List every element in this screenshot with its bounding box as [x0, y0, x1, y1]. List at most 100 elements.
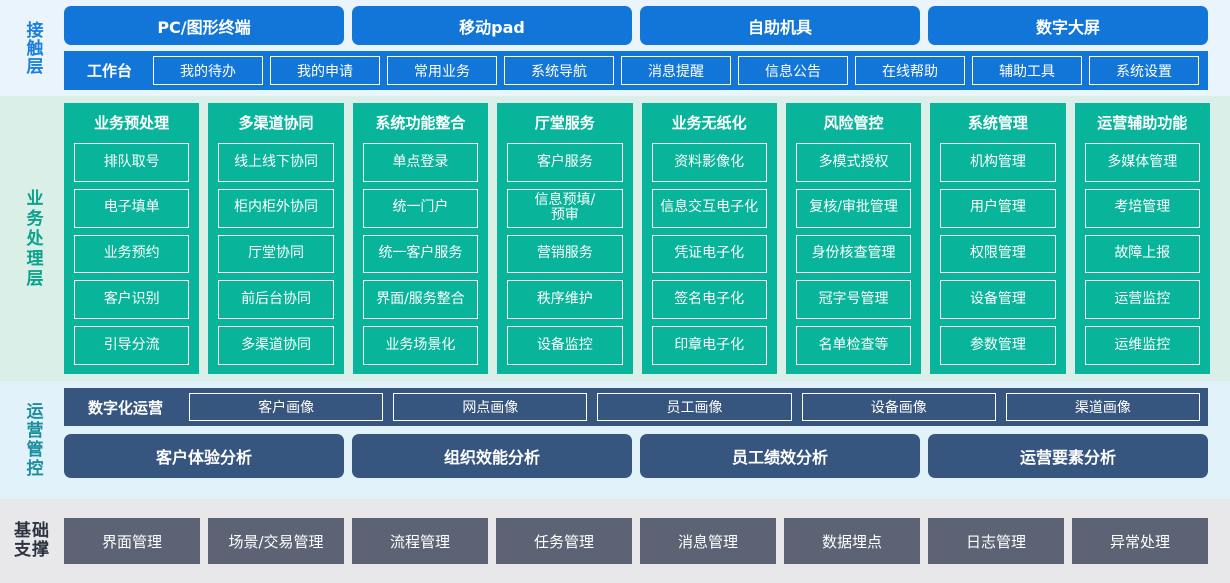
base-item-task-management[interactable]: 任务管理: [496, 518, 632, 564]
biz-item-device-monitoring[interactable]: 设备监控: [507, 326, 623, 365]
channel-digital-screen[interactable]: 数字大屏: [928, 6, 1208, 45]
biz-item-device-management[interactable]: 设备管理: [940, 280, 1056, 320]
base-item-log-management[interactable]: 日志管理: [928, 518, 1064, 564]
base-item-data-tracking[interactable]: 数据埋点: [784, 518, 920, 564]
foundation-label-line1: 基础: [14, 520, 50, 541]
biz-item-customer-id[interactable]: 客户识别: [74, 280, 190, 320]
biz-item-operation-monitoring[interactable]: 运营监控: [1084, 280, 1200, 320]
base-item-ui-management[interactable]: 界面管理: [64, 518, 200, 564]
touch-item-my-application[interactable]: 我的申请: [270, 56, 381, 85]
business-column-risk-control: 风险管控 多模式授权 复核/审批管理 身份核查管理 冠字号管理 名单检查等: [785, 103, 922, 374]
operations-layer-body: 数字化运营 客户画像 网点画像 员工画像 设备画像 渠道画像 客户体验分析 组织…: [64, 381, 1230, 499]
digital-operations-row: 数字化运营 客户画像 网点画像 员工画像 设备画像 渠道画像: [64, 388, 1208, 426]
biz-item-training-management[interactable]: 考培管理: [1084, 188, 1200, 228]
business-layer-band: 业务处理层 业务预处理 排队取号 电子填单 业务预约 客户识别 引导分流 多渠道…: [0, 96, 1230, 381]
biz-item-signature-digital[interactable]: 签名电子化: [651, 280, 767, 320]
workbench-row: 工作台 我的待办 我的申请 常用业务 系统导航 消息提醒 信息公告 在线帮助 辅…: [64, 51, 1208, 90]
biz-item-appointment[interactable]: 业务预约: [74, 234, 190, 274]
biz-item-order-maintenance[interactable]: 秩序维护: [507, 280, 623, 320]
biz-item-unified-customer-service[interactable]: 统一客户服务: [362, 234, 479, 274]
portrait-customer[interactable]: 客户画像: [189, 393, 384, 421]
column-title: 系统管理: [967, 114, 1028, 132]
analysis-organizational-efficiency[interactable]: 组织效能分析: [352, 434, 632, 478]
workbench-title: 工作台: [87, 62, 133, 80]
analysis-row: 客户体验分析 组织效能分析 员工绩效分析 运营要素分析: [64, 434, 1208, 478]
touch-item-online-help[interactable]: 在线帮助: [855, 56, 966, 85]
foundation-label-line2: 支撑: [14, 540, 50, 560]
biz-item-marketing-service[interactable]: 营销服务: [507, 234, 623, 274]
biz-item-prefill-prereview[interactable]: 信息预填/预审: [507, 188, 623, 228]
biz-item-fault-reporting[interactable]: 故障上报: [1084, 234, 1200, 274]
analysis-operation-factors[interactable]: 运营要素分析: [928, 434, 1208, 478]
biz-item-info-exchange-digital[interactable]: 信息交互电子化: [651, 188, 767, 228]
touch-layer-body: PC/图形终端 移动pad 自助机具 数字大屏 工作台 我的待办 我的申请 常用…: [64, 0, 1230, 96]
column-title: 业务预处理: [94, 114, 170, 132]
biz-item-multimedia-management[interactable]: 多媒体管理: [1084, 143, 1200, 182]
biz-item-seal-digital[interactable]: 印章电子化: [651, 326, 767, 365]
touch-item-my-todo[interactable]: 我的待办: [153, 56, 264, 85]
biz-item-unified-portal[interactable]: 统一门户: [362, 188, 479, 228]
business-column-system-integration: 系统功能整合 单点登录 统一门户 统一客户服务 界面/服务整合 业务场景化: [352, 103, 489, 374]
analysis-employee-performance[interactable]: 员工绩效分析: [640, 434, 920, 478]
biz-item-user-management[interactable]: 用户管理: [940, 188, 1056, 228]
business-column-ops-support: 运营辅助功能 多媒体管理 考培管理 故障上报 运营监控 运维监控: [1074, 103, 1210, 374]
portrait-device[interactable]: 设备画像: [801, 393, 996, 421]
base-item-scenario-transaction-management[interactable]: 场景/交易管理: [208, 518, 344, 564]
touch-item-system-navigation[interactable]: 系统导航: [504, 56, 615, 85]
portrait-channel[interactable]: 渠道画像: [1005, 393, 1201, 421]
portrait-employee[interactable]: 员工画像: [597, 393, 792, 421]
base-item-exception-handling[interactable]: 异常处理: [1072, 518, 1208, 564]
business-column-multichannel: 多渠道协同 线上线下协同 柜内柜外协同 厅堂协同 前后台协同 多渠道协同: [208, 103, 344, 374]
base-item-process-management[interactable]: 流程管理: [352, 518, 488, 564]
foundation-layer-band: 基础 支撑 界面管理 场景/交易管理 流程管理 任务管理 消息管理 数据埋点 日…: [0, 499, 1230, 583]
biz-item-multichannel-collab[interactable]: 多渠道协同: [218, 326, 334, 365]
biz-item-review-approval[interactable]: 复核/审批管理: [795, 188, 912, 228]
channel-pc[interactable]: PC/图形终端: [64, 6, 344, 45]
biz-item-online-offline-collab[interactable]: 线上线下协同: [218, 143, 334, 182]
touch-item-message-alert[interactable]: 消息提醒: [621, 56, 732, 85]
business-column-lobby-service: 厅堂服务 客户服务 信息预填/预审 营销服务 秩序维护 设备监控: [497, 103, 633, 374]
analysis-customer-experience[interactable]: 客户体验分析: [64, 434, 344, 478]
column-title: 系统功能整合: [375, 114, 466, 132]
column-title: 厅堂服务: [534, 114, 595, 132]
biz-item-counter-collab[interactable]: 柜内柜外协同: [218, 188, 334, 228]
channel-mobile-pad[interactable]: 移动pad: [352, 6, 632, 45]
biz-item-queue-number[interactable]: 排队取号: [74, 143, 190, 182]
base-item-message-management[interactable]: 消息管理: [640, 518, 776, 564]
foundation-layer-body: 界面管理 场景/交易管理 流程管理 任务管理 消息管理 数据埋点 日志管理 异常…: [64, 499, 1230, 583]
column-title: 风险管控: [823, 114, 884, 132]
biz-item-sso[interactable]: 单点登录: [362, 143, 479, 182]
biz-item-ui-service-integration[interactable]: 界面/服务整合: [362, 280, 479, 320]
biz-item-multimode-authorization[interactable]: 多模式授权: [795, 143, 912, 182]
business-column-preprocessing: 业务预处理 排队取号 电子填单 业务预约 客户识别 引导分流: [64, 103, 200, 374]
channel-self-service[interactable]: 自助机具: [640, 6, 920, 45]
touch-item-aux-tools[interactable]: 辅助工具: [972, 56, 1083, 85]
biz-item-org-management[interactable]: 机构管理: [940, 143, 1056, 182]
business-column-paperless: 业务无纸化 资料影像化 信息交互电子化 凭证电子化 签名电子化 印章电子化: [641, 103, 777, 374]
column-title: 业务无纸化: [671, 114, 747, 132]
biz-item-e-form[interactable]: 电子填单: [74, 188, 190, 228]
biz-item-voucher-digital[interactable]: 凭证电子化: [651, 234, 767, 274]
biz-item-guide-diversion[interactable]: 引导分流: [74, 326, 190, 365]
biz-item-maintenance-monitoring[interactable]: 运维监控: [1084, 326, 1200, 365]
business-columns: 业务预处理 排队取号 电子填单 业务预约 客户识别 引导分流 多渠道协同 线上线…: [64, 103, 1210, 374]
biz-item-frontback-collab[interactable]: 前后台协同: [218, 280, 334, 320]
operations-layer-label: 运营管控: [22, 402, 43, 478]
touch-layer-band: 接触层 PC/图形终端 移动pad 自助机具 数字大屏 工作台 我的待办 我的申…: [0, 0, 1230, 96]
biz-item-business-scenario[interactable]: 业务场景化: [362, 326, 479, 365]
biz-item-parameter-management[interactable]: 参数管理: [940, 326, 1056, 365]
touch-layer-label: 接触层: [22, 21, 43, 75]
touch-item-system-settings[interactable]: 系统设置: [1089, 56, 1200, 85]
business-column-system-management: 系统管理 机构管理 用户管理 权限管理 设备管理 参数管理: [930, 103, 1066, 374]
touch-item-common-business[interactable]: 常用业务: [387, 56, 498, 85]
biz-item-watchlist-check[interactable]: 名单检查等: [795, 326, 912, 365]
biz-item-identity-verification[interactable]: 身份核查管理: [795, 234, 912, 274]
portrait-branch[interactable]: 网点画像: [393, 393, 588, 421]
biz-item-lobby-collab[interactable]: 厅堂协同: [218, 234, 334, 274]
touch-item-announcement[interactable]: 信息公告: [738, 56, 849, 85]
foundation-layer-label: 基础 支撑: [0, 499, 64, 583]
biz-item-permission-management[interactable]: 权限管理: [940, 234, 1056, 274]
biz-item-serial-number-mgmt[interactable]: 冠字号管理: [795, 280, 912, 320]
biz-item-document-imaging[interactable]: 资料影像化: [651, 143, 767, 182]
biz-item-customer-service[interactable]: 客户服务: [507, 143, 623, 182]
